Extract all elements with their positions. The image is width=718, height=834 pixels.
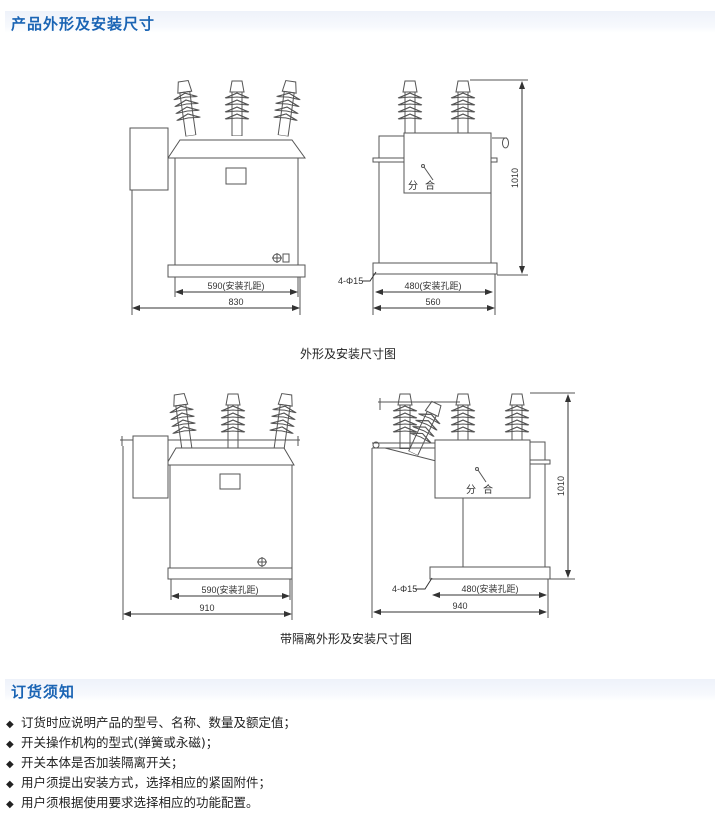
insulator	[221, 394, 245, 449]
insulator	[271, 80, 302, 138]
hole-spec-label: 4-Φ15	[338, 276, 363, 286]
list-item: ◆ 订货时应说明产品的型号、名称、数量及额定值；	[6, 713, 296, 733]
insulator	[225, 81, 249, 136]
drawing-caption: 带隔离外形及安装尺寸图	[280, 632, 413, 646]
dimension-label: 590(安装孔距)	[207, 280, 264, 291]
insulator	[398, 81, 422, 136]
list-item: ◆ 用户须根据使用要求选择相应的功能配置。	[6, 793, 296, 813]
list-item: ◆ 用户须提出安装方式，选择相应的紧固附件；	[6, 773, 296, 793]
dimension-label: 590(安装孔距)	[201, 584, 258, 595]
list-item: ◆ 开关本体是否加装隔离开关；	[6, 753, 296, 773]
open-label: 分	[466, 484, 476, 496]
section-header-ordering: 订货须知	[5, 679, 715, 701]
diamond-bullet-icon: ◆	[6, 759, 14, 770]
ordering-notes-list: ◆ 订货时应说明产品的型号、名称、数量及额定值； ◆ 开关操作机构的型式(弹簧或永磁…	[6, 713, 296, 813]
dimension-label: 940	[452, 601, 467, 611]
section-header-dimensions: 产品外形及安装尺寸	[5, 11, 715, 33]
note-text: 开关本体是否加装隔离开关；	[21, 755, 184, 770]
insulator	[171, 80, 202, 138]
note-text: 订货时应说明产品的型号、名称、数量及额定值；	[21, 715, 297, 730]
section-title: 订货须知	[11, 683, 76, 701]
open-label: 分	[408, 180, 418, 192]
list-item: ◆ 开关操作机构的型式(弹簧或永磁)；	[6, 733, 296, 753]
dimension-label: 1010	[510, 168, 520, 188]
note-text: 用户须根据使用要求选择相应的功能配置。	[21, 795, 259, 810]
close-label: 合	[483, 483, 493, 496]
side-view-drawing	[362, 79, 528, 315]
diamond-bullet-icon: ◆	[6, 719, 14, 730]
front-view-drawing	[129, 80, 306, 315]
insulator	[167, 393, 198, 451]
isolator-side-view-drawing	[371, 392, 575, 618]
diamond-bullet-icon: ◆	[6, 799, 14, 810]
dimension-drawings: 590(安装孔距) 830 480(安装孔距) 560 1010 4-Φ15 分…	[120, 0, 575, 620]
diamond-bullet-icon: ◆	[6, 779, 14, 790]
dimension-label: 910	[199, 603, 214, 613]
dimension-label: 480(安装孔距)	[461, 583, 518, 594]
dimension-label: 560	[425, 297, 440, 307]
section-title: 产品外形及安装尺寸	[11, 15, 156, 33]
isolator-front-view-drawing	[120, 393, 300, 620]
note-text: 用户须提出安装方式，选择相应的紧固附件；	[21, 775, 272, 790]
drawing-caption: 外形及安装尺寸图	[300, 347, 397, 361]
hole-spec-label: 4-Φ15	[392, 584, 417, 594]
insulator	[267, 393, 298, 451]
dimension-label: 1010	[556, 476, 566, 496]
note-text: 开关操作机构的型式(弹簧或永磁)；	[21, 735, 219, 750]
insulator	[451, 81, 475, 136]
diamond-bullet-icon: ◆	[6, 739, 14, 750]
dimension-label: 480(安装孔距)	[404, 280, 461, 291]
dimension-label: 830	[228, 297, 243, 307]
close-label: 合	[425, 179, 435, 192]
